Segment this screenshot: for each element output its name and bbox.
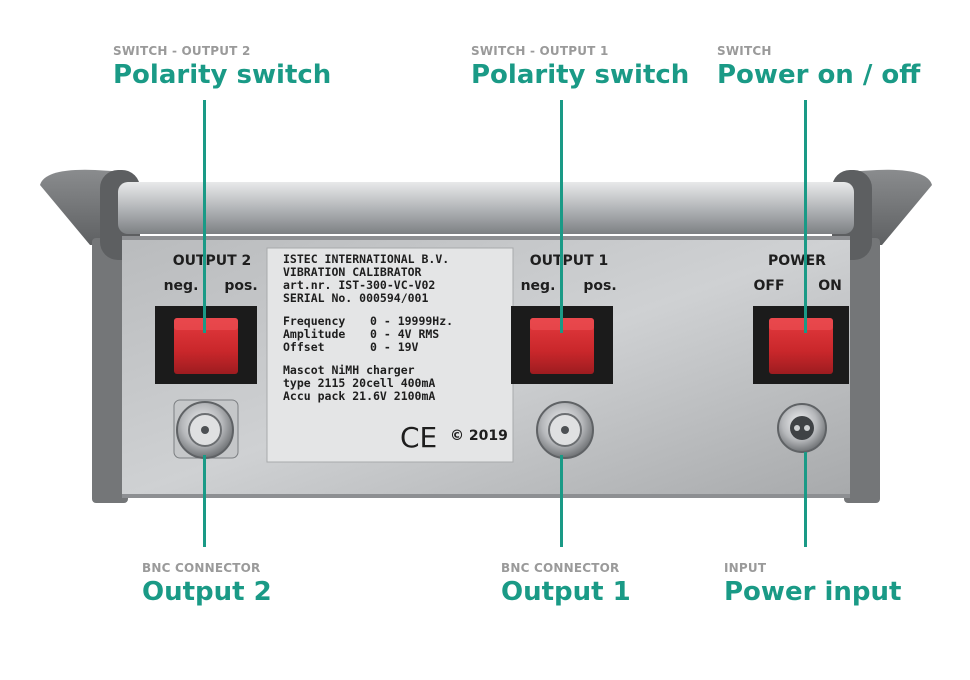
- label-spec2-value: 0 - 4V RMS: [370, 327, 439, 341]
- label-spec2-name: Amplitude: [283, 327, 345, 341]
- right-end-cap: [832, 169, 932, 503]
- callout-title-switch-output2: Polarity switch: [113, 60, 332, 90]
- power-input-connector[interactable]: [777, 403, 827, 453]
- label-charger2: type 2115 20cell 400mA: [283, 376, 435, 390]
- callout-sub-switch-output2: SWITCH - OUTPUT 2: [113, 44, 251, 58]
- callout-sub-bnc-output1: BNC CONNECTOR: [501, 561, 620, 575]
- leader-bnc-output1: [560, 455, 563, 547]
- callout-title-switch-power: Power on / off: [717, 60, 921, 90]
- label-charger3: Accu pack 21.6V 2100mA: [283, 389, 435, 403]
- bnc-connector-output1[interactable]: [536, 401, 594, 459]
- callout-sub-switch-output1: SWITCH - OUTPUT 1: [471, 44, 609, 58]
- top-handle-tube: [118, 182, 854, 234]
- callout-title-bnc-output2: Output 2: [142, 577, 272, 607]
- leader-power-input: [804, 452, 807, 547]
- panel-label-output2-pos: pos.: [224, 278, 257, 294]
- leader-bnc-output2: [203, 455, 206, 547]
- ce-mark: CE: [400, 421, 437, 454]
- callout-sub-bnc-output2: BNC CONNECTOR: [142, 561, 261, 575]
- leader-switch-power: [804, 100, 807, 333]
- bnc-connector-output2[interactable]: [173, 399, 239, 459]
- panel-label-power-on: ON: [818, 278, 842, 294]
- label-line1: ISTEC INTERNATIONAL B.V.: [283, 252, 449, 266]
- label-spec1-value: 0 - 19999Hz.: [370, 314, 453, 328]
- leader-switch-output1: [560, 100, 563, 333]
- panel-heading-output2: OUTPUT 2: [173, 253, 252, 269]
- copyright-text: © 2019: [450, 428, 508, 444]
- leader-switch-output2: [203, 100, 206, 333]
- label-line4: SERIAL No. 000594/001: [283, 291, 428, 305]
- panel-label-output1-pos: pos.: [583, 278, 616, 294]
- label-plate: [266, 247, 514, 463]
- polarity-switch-output2[interactable]: [155, 306, 257, 384]
- panel-label-output2-neg: neg.: [164, 278, 199, 294]
- panel-heading-output1: OUTPUT 1: [530, 253, 609, 269]
- callout-title-power-input: Power input: [724, 577, 902, 607]
- label-line2: VIBRATION CALIBRATOR: [283, 265, 422, 279]
- panel-heading-power: POWER: [768, 253, 826, 269]
- callout-sub-switch-power: SWITCH: [717, 44, 772, 58]
- label-line3: art.nr. IST-300-VC-V02: [283, 278, 435, 292]
- power-switch[interactable]: [753, 306, 849, 384]
- label-spec1-name: Frequency: [283, 314, 345, 328]
- callout-title-switch-output1: Polarity switch: [471, 60, 690, 90]
- label-charger1: Mascot NiMH charger: [283, 363, 415, 377]
- callout-title-bnc-output1: Output 1: [501, 577, 631, 607]
- panel-label-power-off: OFF: [753, 278, 784, 294]
- callout-sub-power-input: INPUT: [724, 561, 767, 575]
- label-spec3-name: Offset: [283, 340, 325, 354]
- panel-label-output1-neg: neg.: [521, 278, 556, 294]
- label-spec3-value: 0 - 19V: [370, 340, 419, 354]
